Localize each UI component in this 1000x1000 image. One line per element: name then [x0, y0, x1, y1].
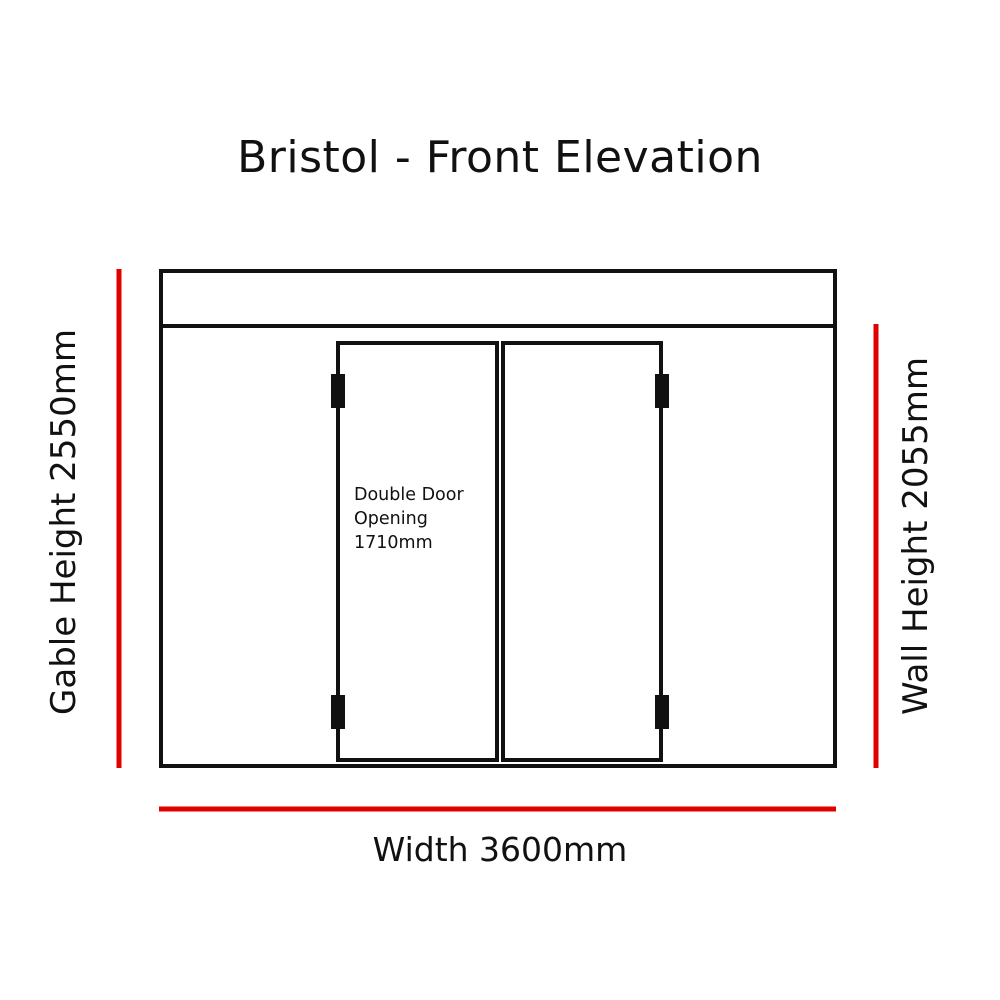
left-door-bottom-hinge	[331, 695, 345, 729]
gable-height-label: Gable Height 2550mm	[44, 329, 84, 715]
left-door	[336, 341, 499, 762]
building-outline	[159, 269, 837, 768]
wall-height-label: Wall Height 2055mm	[896, 357, 936, 715]
door-label-line-1: Double Door	[354, 485, 464, 505]
right-door-bottom-hinge	[655, 695, 669, 729]
left-door-top-hinge	[331, 374, 345, 408]
diagram-title: Bristol - Front Elevation	[237, 132, 763, 183]
right-door-top-hinge	[655, 374, 669, 408]
width-label: Width 3600mm	[372, 830, 628, 869]
right-door	[501, 341, 663, 762]
door-label-line-3: 1710mm	[354, 533, 433, 553]
door-opening-label: Double Door Opening 1710mm	[354, 483, 464, 555]
door-label-line-2: Opening	[354, 509, 428, 529]
